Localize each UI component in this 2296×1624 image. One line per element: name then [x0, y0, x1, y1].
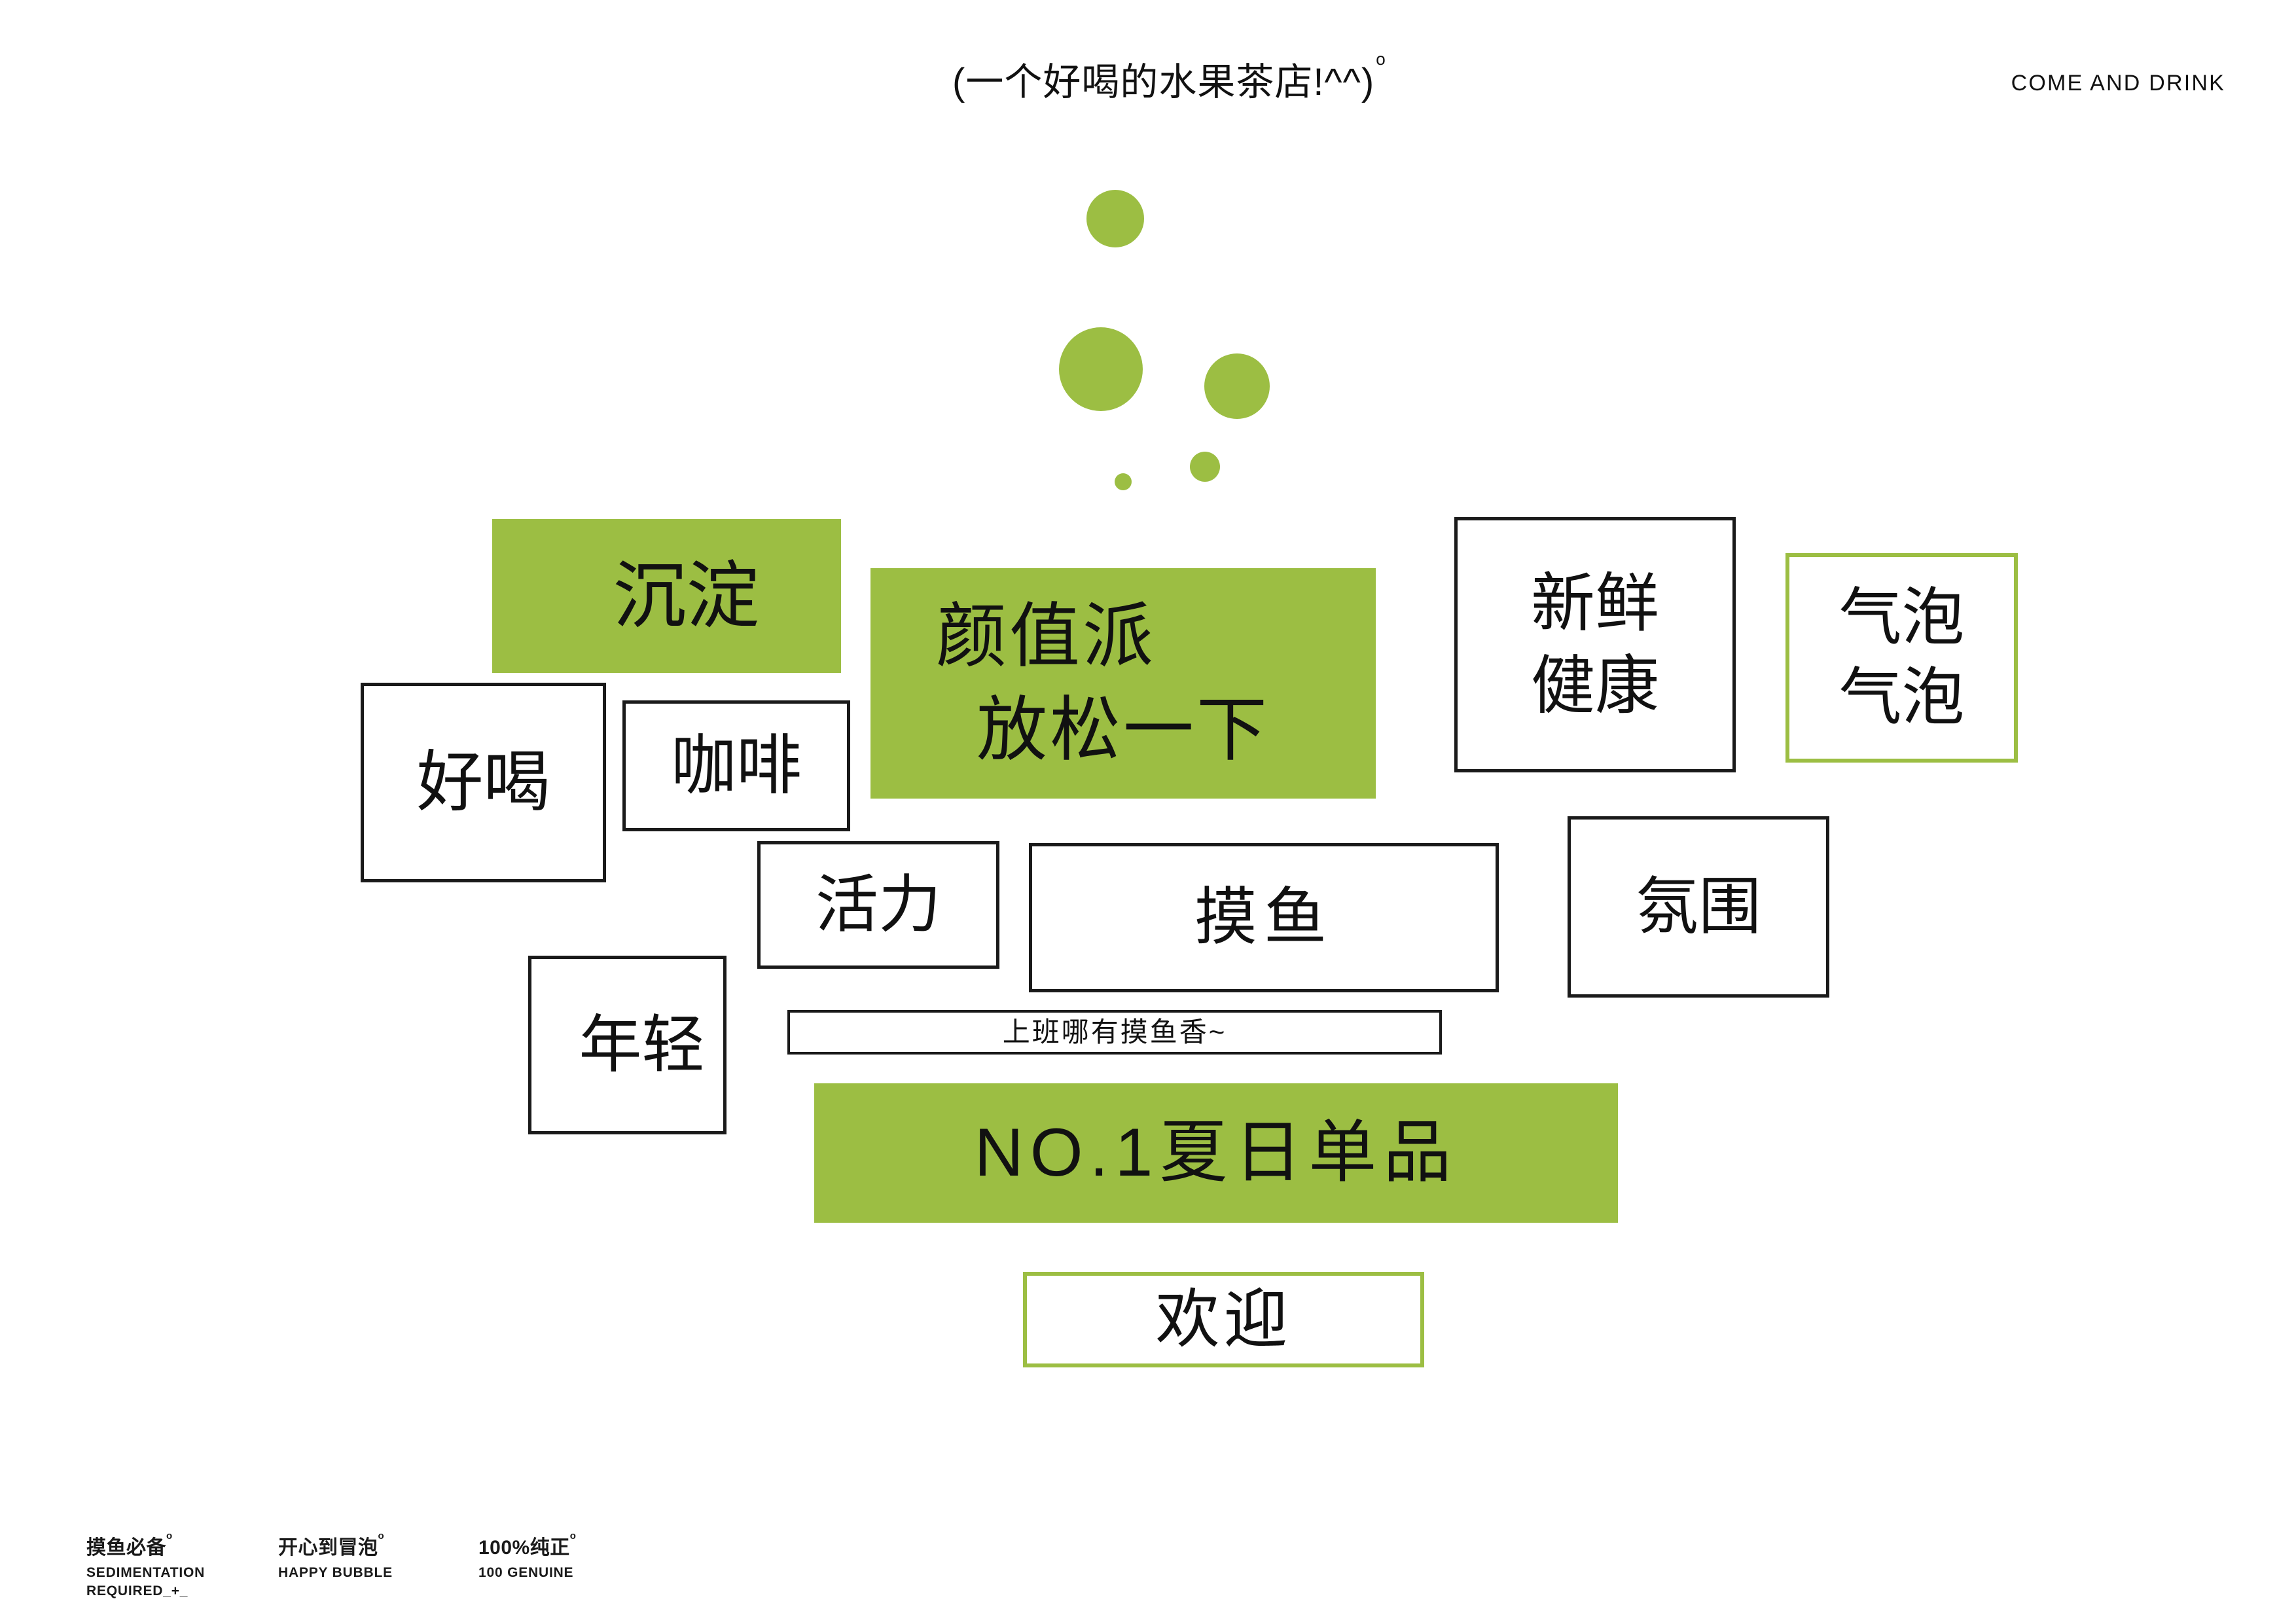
- degree-superscript-icon: o: [1376, 48, 1386, 69]
- tag-huanying[interactable]: 欢迎: [1023, 1272, 1424, 1367]
- tag-haohe[interactable]: 好喝: [361, 683, 606, 882]
- bubble-medium-right: [1204, 353, 1270, 419]
- tag-chendian-text: 沉淀: [613, 554, 760, 637]
- page-title: (一个好喝的水果茶店!^^)o: [952, 48, 1386, 106]
- tag-fenwei[interactable]: 氛围: [1568, 816, 1829, 998]
- tag-fenwei-text: 氛围: [1636, 871, 1761, 942]
- bubble-small-right: [1190, 452, 1220, 482]
- tag-moyu-text: 摸鱼: [1194, 882, 1333, 953]
- bubble-tiny-left: [1115, 473, 1132, 490]
- tag-yanzhipai-text: 颜值派 放松一下: [935, 596, 1270, 769]
- footer-item-1: 摸鱼必备o SEDIMENTATION REQUIRED_+_: [86, 1530, 250, 1600]
- footer-item-2: 开心到冒泡o HAPPY BUBBLE: [278, 1530, 393, 1582]
- degree-superscript-icon: o: [569, 1530, 577, 1542]
- degree-superscript-icon: o: [166, 1530, 173, 1542]
- tag-slogan-bar-text: 上班哪有摸鱼香~: [1002, 1017, 1227, 1048]
- footer-item-1-cn: 摸鱼必备o: [86, 1530, 173, 1559]
- footer-item-3-en: 100 GENUINE: [478, 1564, 574, 1580]
- footer-item-3: 100%纯正o 100 GENUINE: [478, 1530, 577, 1582]
- page-title-text: (一个好喝的水果茶店!^^): [952, 61, 1375, 103]
- header-tagline: COME AND DRINK: [2011, 71, 2225, 96]
- tag-huoli-text: 活力: [816, 869, 941, 940]
- degree-superscript-icon: o: [378, 1530, 385, 1542]
- tag-nianqing-text: 年轻: [579, 1009, 705, 1080]
- tag-huanying-text: 欢迎: [1155, 1283, 1292, 1356]
- tag-qipao[interactable]: 气泡 气泡: [1785, 553, 2018, 763]
- tag-xinxian-jiankang[interactable]: 新鲜 健康: [1454, 517, 1736, 772]
- tag-yanzhipai[interactable]: 颜值派 放松一下: [870, 568, 1376, 799]
- tag-moyu[interactable]: 摸鱼: [1029, 843, 1499, 992]
- footer-item-2-cn: 开心到冒泡o: [278, 1530, 385, 1559]
- tag-no1-summer-item-text: NO.1夏日单品: [974, 1115, 1458, 1191]
- tag-haohe-text: 好喝: [416, 745, 550, 820]
- bubble-top: [1086, 190, 1144, 247]
- bubble-large-left: [1059, 327, 1143, 411]
- footer-item-3-cn: 100%纯正o: [478, 1530, 577, 1559]
- tag-nianqing[interactable]: 年轻: [528, 956, 726, 1134]
- tag-chendian[interactable]: 沉淀: [492, 519, 841, 673]
- tag-slogan-bar[interactable]: 上班哪有摸鱼香~: [787, 1010, 1442, 1055]
- footer-item-1-en: SEDIMENTATION REQUIRED_+_: [86, 1564, 206, 1598]
- tag-no1-summer-item[interactable]: NO.1夏日单品: [814, 1083, 1618, 1223]
- tag-kafei[interactable]: 咖啡: [622, 700, 850, 831]
- tag-xinxian-jiankang-text: 新鲜 健康: [1530, 567, 1659, 721]
- tag-qipao-text: 气泡 气泡: [1839, 583, 1965, 732]
- tag-huoli[interactable]: 活力: [757, 841, 999, 969]
- tag-kafei-text: 咖啡: [671, 729, 802, 803]
- footer-item-2-en: HAPPY BUBBLE: [278, 1564, 393, 1580]
